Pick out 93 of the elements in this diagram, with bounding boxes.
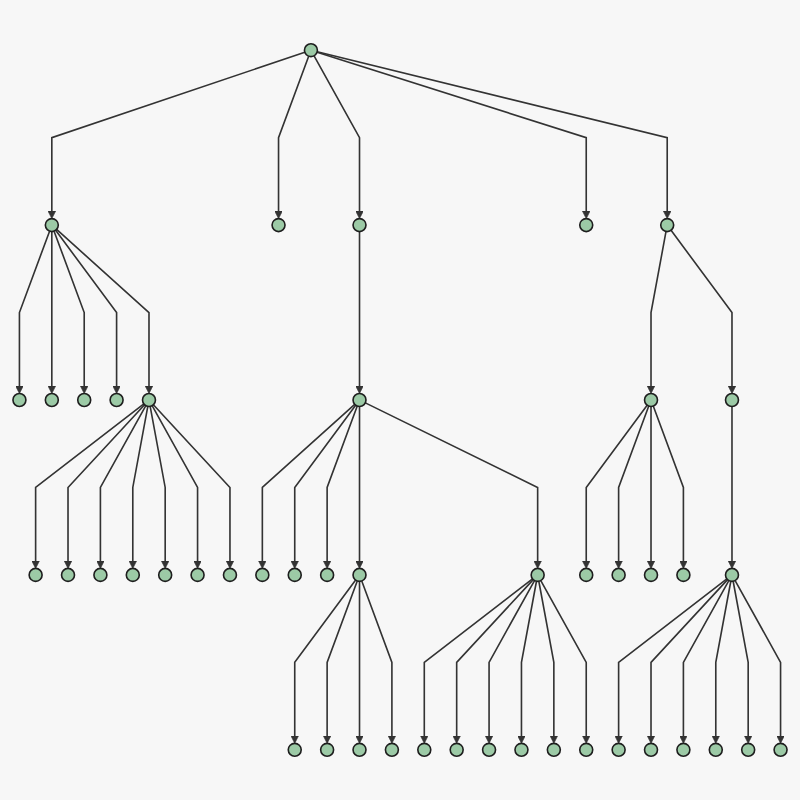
node-circle xyxy=(141,392,157,408)
node-circle xyxy=(643,392,659,408)
arrow xyxy=(55,228,154,394)
node-circle xyxy=(125,567,141,583)
arrow xyxy=(63,403,146,569)
arrow xyxy=(151,404,202,569)
arrow xyxy=(420,578,534,744)
arrow xyxy=(47,230,57,394)
node-circle xyxy=(724,392,740,408)
node-circle xyxy=(708,742,724,758)
arrow xyxy=(258,403,356,569)
arrow xyxy=(274,55,310,219)
node-circle xyxy=(676,742,691,758)
node-circle xyxy=(190,567,205,583)
arrow xyxy=(316,51,591,219)
node-circle xyxy=(643,742,659,758)
node-circle xyxy=(352,392,367,408)
node-circle xyxy=(319,567,335,583)
node-circle xyxy=(384,742,400,758)
arrow xyxy=(679,579,730,744)
arrow xyxy=(15,230,51,394)
arrow xyxy=(732,580,753,744)
arrow xyxy=(452,578,535,744)
arrow xyxy=(31,403,145,569)
arrow xyxy=(313,55,364,219)
arrow xyxy=(128,405,149,569)
node-circle xyxy=(578,217,594,233)
node-circle xyxy=(44,392,60,408)
node-circle xyxy=(44,217,60,233)
node-circle xyxy=(514,742,529,758)
arrow xyxy=(538,580,559,744)
node-circle xyxy=(352,567,367,583)
node-circle xyxy=(578,567,594,583)
node-circle xyxy=(157,567,173,583)
arrow xyxy=(152,403,235,569)
node-circle xyxy=(352,742,367,758)
node-circle xyxy=(222,567,238,583)
node-circle xyxy=(93,567,108,583)
node-circle xyxy=(773,742,788,758)
arrow xyxy=(290,579,357,744)
arrow xyxy=(484,579,536,744)
node-circle xyxy=(481,742,497,758)
arrow xyxy=(355,580,364,744)
arrow xyxy=(355,405,364,569)
node-circle xyxy=(659,217,675,233)
arrow xyxy=(614,405,650,569)
arrow xyxy=(290,404,357,569)
arrow xyxy=(734,579,785,744)
arrow xyxy=(149,405,170,569)
node-circle xyxy=(417,742,432,758)
node-circle xyxy=(740,742,756,758)
node-circle xyxy=(449,742,464,758)
arrow xyxy=(364,402,542,569)
arrow xyxy=(646,578,729,744)
node-circle xyxy=(109,392,124,408)
node-circle xyxy=(12,392,27,408)
arrow xyxy=(355,230,364,394)
arrow xyxy=(670,229,737,394)
arrow xyxy=(53,230,89,394)
arrow xyxy=(652,405,688,569)
node-circle xyxy=(287,742,302,758)
node-circle xyxy=(611,742,626,758)
arrow xyxy=(581,404,648,569)
arrow xyxy=(727,405,737,569)
node-circle xyxy=(287,567,302,583)
arrow xyxy=(360,580,397,744)
node-circle xyxy=(724,567,740,583)
arrow xyxy=(517,580,538,744)
node-circle xyxy=(255,567,270,583)
node-circle xyxy=(303,42,319,58)
node-circle xyxy=(28,567,43,583)
node-circle xyxy=(60,567,76,583)
arrow xyxy=(540,579,591,744)
arrow xyxy=(316,50,672,219)
node-circle xyxy=(643,567,659,583)
arrow xyxy=(646,405,656,569)
node-circle xyxy=(319,742,335,758)
node-circle xyxy=(352,217,367,233)
arrow xyxy=(96,404,147,569)
node-circle xyxy=(578,742,594,758)
arrow xyxy=(322,580,359,744)
arrow xyxy=(47,51,306,219)
node-circle xyxy=(76,392,92,408)
arrow xyxy=(322,405,359,569)
arrow xyxy=(54,229,121,394)
arrow xyxy=(711,580,732,744)
node-circle xyxy=(271,217,286,233)
node-circle xyxy=(611,567,626,583)
node-circle xyxy=(530,567,545,583)
arrow xyxy=(646,230,667,394)
node-circle xyxy=(546,742,562,758)
node-circle xyxy=(676,567,691,583)
arrow xyxy=(614,578,728,744)
